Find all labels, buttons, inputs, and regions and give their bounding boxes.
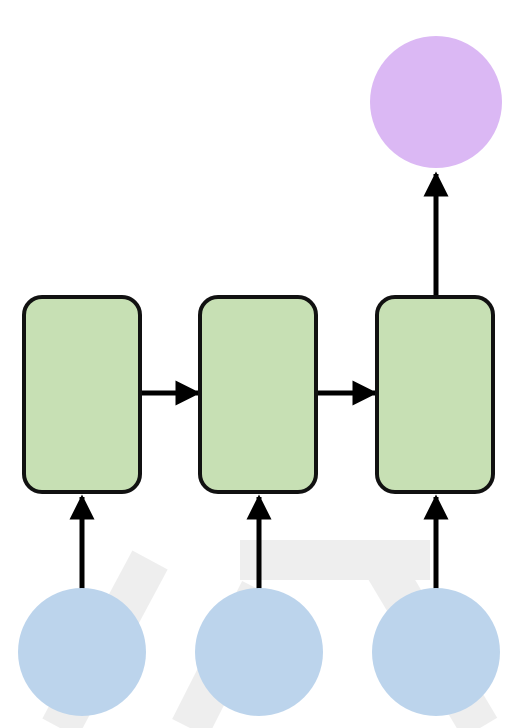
input-node-2 [195, 588, 323, 716]
output-node [370, 36, 502, 168]
hidden-cell-3 [375, 295, 495, 494]
hidden-cell-2 [198, 295, 318, 494]
hidden-cell-1 [22, 295, 142, 494]
input-node-1 [18, 588, 146, 716]
input-node-3 [372, 588, 500, 716]
